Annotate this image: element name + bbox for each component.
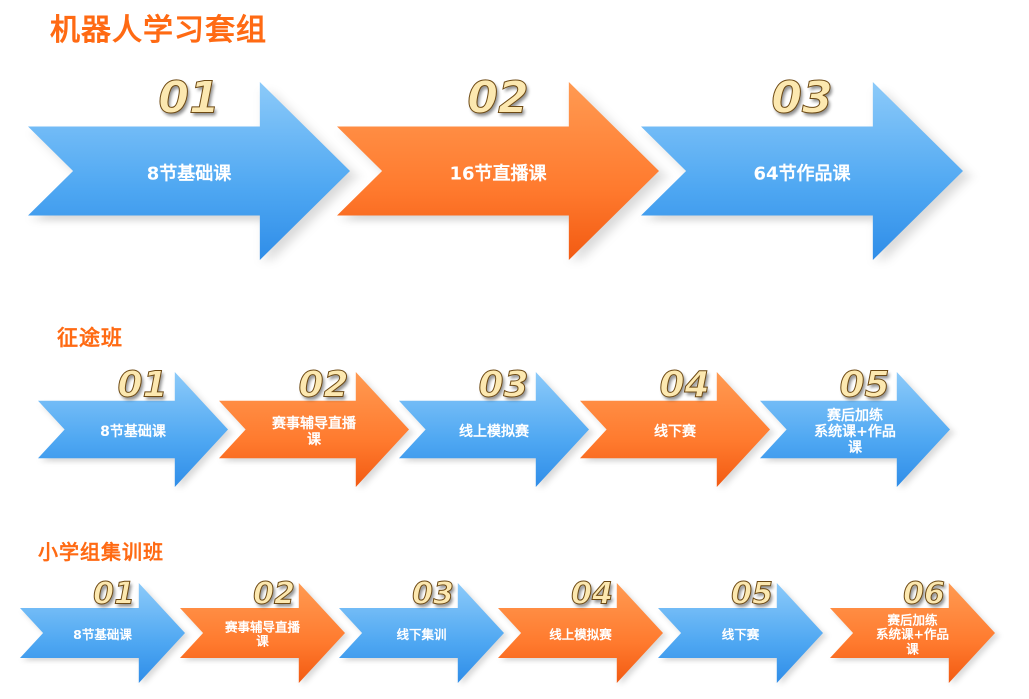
step-number: 03 (771, 72, 833, 124)
step-number: 03 (478, 364, 529, 406)
step-number: 05 (731, 576, 774, 612)
step-label: 8节基础课 (100, 423, 166, 440)
step-label: 赛后加练 系统课+作品课 (876, 612, 949, 657)
section-title-primary-training-class: 小学组集训班 (38, 540, 164, 564)
step-label: 8节基础课 (146, 163, 232, 185)
step-number: 01 (93, 576, 136, 612)
chevron-arrow-icon (760, 372, 950, 487)
chevron-arrow-icon (38, 372, 228, 487)
section-title-robot-kit: 机器人学习套组 (50, 13, 267, 48)
step-02: 02 赛事辅导直播 课 (219, 367, 409, 487)
step-label: 8节基础课 (73, 626, 132, 642)
step-05: 05 线下赛 (658, 578, 823, 683)
chevron-arrow-icon (180, 583, 345, 683)
step-number: 04 (571, 576, 614, 612)
step-label: 线下赛 (721, 626, 760, 642)
chevron-arrow-icon (219, 372, 409, 487)
step-label: 线上模拟赛 (459, 423, 529, 440)
step-label: 64节作品课 (753, 163, 851, 185)
step-01: 01 8节基础课 (38, 367, 228, 487)
step-04: 04 线上模拟赛 (498, 578, 663, 683)
chevron-arrow-icon (339, 583, 504, 683)
step-label: 线上模拟赛 (549, 626, 612, 642)
step-number: 03 (412, 576, 455, 612)
step-number: 01 (117, 364, 168, 406)
chevron-arrow-icon (580, 372, 770, 487)
step-label: 赛后加练 系统课+作品课 (814, 407, 896, 456)
section-title-zhengtu-class: 征途班 (57, 326, 123, 350)
step-label: 赛事辅导直播 课 (272, 415, 356, 448)
step-number: 02 (253, 576, 296, 612)
step-label: 赛事辅导直播 课 (224, 619, 301, 649)
step-number: 05 (839, 364, 890, 406)
step-04: 04 线下赛 (580, 367, 770, 487)
step-number: 04 (659, 364, 710, 406)
chevron-arrow-icon (658, 583, 823, 683)
step-label: 线下赛 (654, 423, 696, 440)
step-03: 03 线上模拟赛 (399, 367, 589, 487)
chevron-arrow-icon (830, 583, 995, 683)
chevron-arrow-icon (399, 372, 589, 487)
chevron-arrow-icon (498, 583, 663, 683)
step-number: 06 (903, 576, 946, 612)
step-number: 02 (467, 72, 529, 124)
step-number: 01 (158, 72, 220, 124)
chevron-arrow-icon (28, 82, 350, 260)
step-02: 02 赛事辅导直播 课 (180, 578, 345, 683)
step-label: 16节直播课 (449, 163, 547, 185)
step-number: 02 (298, 364, 349, 406)
step-03: 03 线下集训 (339, 578, 504, 683)
chevron-arrow-icon (20, 583, 185, 683)
chevron-arrow-icon (641, 82, 963, 260)
step-label: 线下集训 (396, 626, 447, 642)
chevron-arrow-icon (337, 82, 659, 260)
step-01: 01 8节基础课 (20, 578, 185, 683)
